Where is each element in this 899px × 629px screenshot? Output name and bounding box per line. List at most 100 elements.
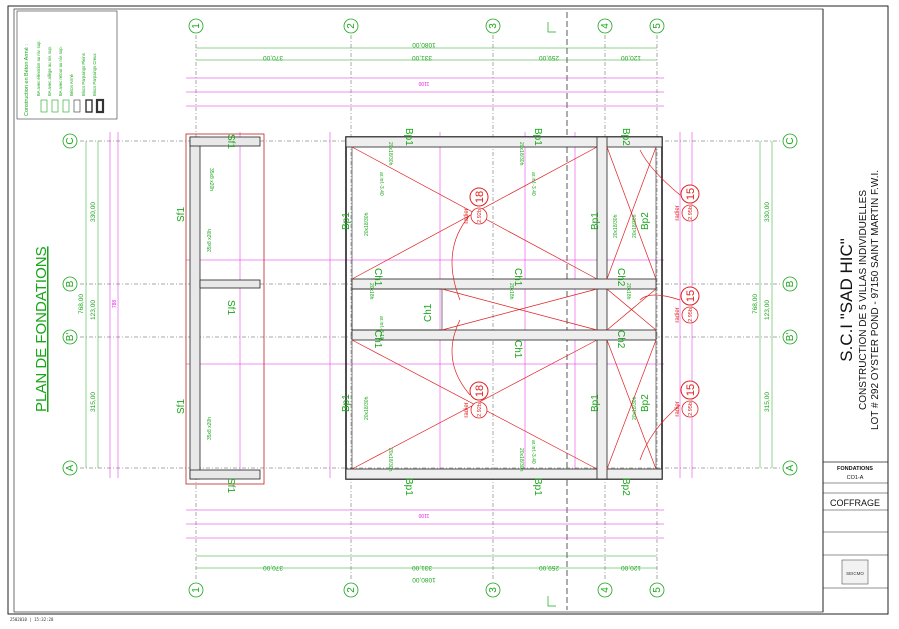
dim-overall-depth: 788 [112, 300, 118, 309]
section-ch2: 20x18h [625, 283, 631, 300]
grid-col-2-bottom: 2 [346, 587, 357, 593]
label-sf1-b: Sf1 [225, 300, 236, 315]
level-mark-2: ar.inf.-3.40 [530, 172, 536, 196]
dim-bottom-part-1: 370,00 [263, 564, 283, 571]
dim-left-total: 768,00 [78, 294, 85, 314]
slab-2-label: 18 [474, 385, 486, 397]
dim-top-part-3: 259,00 [539, 54, 559, 61]
label-ch1-bprime-left: Ch1 [372, 330, 383, 349]
plot-timestamp: 2502010 | 15:32:28 [10, 617, 54, 622]
slab-4-radier: radier [675, 307, 681, 322]
section-sf1-mid-top: 35x8 x20h [207, 229, 213, 252]
section-bp1r-top: 20x18/30h [613, 214, 619, 238]
label-bp2-a: Bp2 [620, 478, 631, 496]
level-mark-1: ar.inf.-3.40 [378, 172, 384, 196]
label-ch1-bprime-right: Ch1 [512, 340, 523, 359]
drawing-type: COFFRAGE [830, 498, 880, 508]
slab-4-thickness: 2.95b [688, 308, 694, 322]
slab-3-radier: radier [675, 205, 681, 220]
dim-left-part-2: 123,00 [90, 300, 97, 320]
slab-5-thickness: 2.95b [688, 402, 694, 416]
grid-col-5-top: 5 [652, 23, 663, 29]
label-bp1-left-top: Bp1 [341, 212, 352, 230]
section-bp2-top: 20x18/30h [632, 214, 638, 238]
legend-item-6: Blocs Parpaings Creux [92, 53, 97, 96]
legend-title: Construction en Béton Armé : [24, 44, 30, 116]
dimension-lines [85, 47, 773, 569]
section-bp2-bottom: 20x18/30h [632, 396, 638, 420]
legend-item-4: Béton Armé [69, 73, 74, 96]
grid-row-b-right: B [785, 280, 796, 287]
section-bp1-bottom: 20x18/30h [364, 396, 370, 420]
grid-row-a-left: A [65, 464, 76, 471]
label-bp1-right-bottom: Bp1 [590, 394, 601, 412]
dim-right-part-3: 315,00 [764, 392, 771, 412]
label-ch2-bprime: Ch2 [615, 330, 626, 349]
slab-5-radier: radier [675, 401, 681, 416]
slab-3-thickness: 2.95b [688, 206, 694, 220]
section-sf1-c: 35x8 x20h [208, 168, 214, 191]
slab-markers: 18 2.92b radier 18 2.92b radier 15 2.95b… [464, 184, 700, 419]
dim-top-part-1: 370,00 [263, 54, 283, 61]
title-address: LOT # 292 OYSTER POND - 97150 SAINT MART… [870, 170, 881, 430]
label-bp1-a-right: Bp1 [532, 478, 543, 496]
grid-row-a-right: A [785, 464, 796, 471]
dim-bottom-part-3: 259,00 [539, 564, 559, 571]
title-project: CONSTRUCTION DE 5 VILLAS INDIVIDUELLES [858, 190, 869, 410]
drawing-area-frame [13, 8, 824, 613]
section-sf1-mid-bottom: 35x8 x20h [207, 417, 213, 440]
section-ch1-right: 20x18h [508, 283, 514, 300]
dim-bottom-total: 1080,00 [412, 576, 436, 583]
legend-item-2: BA avec allège au niv. sup. [47, 46, 52, 96]
label-ch2-b: Ch2 [615, 268, 626, 287]
grid-col-3-bottom: 3 [488, 587, 499, 593]
grid-col-4-bottom: 4 [600, 587, 611, 593]
title-company: S.C.I "SAD HIC" [837, 238, 856, 362]
grid-col-3-top: 3 [488, 23, 499, 29]
dim-right-part-1: 330,00 [764, 202, 771, 222]
slab-5-label: 15 [685, 384, 697, 396]
slab-1-radier: radier [464, 208, 470, 223]
label-bp1-a-left: Bp1 [403, 478, 414, 496]
grid-row-b-left: B [65, 280, 76, 287]
level-mark-3: ar.inf.-3.40 [530, 440, 536, 464]
grid-bubbles-rows: C B B' A C B B' A [62, 133, 798, 476]
legend-item-5: Blocs Parpaings Pleins [81, 53, 86, 96]
dim-bottom-part-4: 120,00 [621, 564, 641, 571]
slab-3-label: 15 [685, 188, 697, 200]
section-ch1-left: 20x18h [368, 283, 374, 300]
left-wing-footings: Sf1 Sf1 Sf1 Sf1 Sf1 35x8 x20h 35x8 x20h … [176, 133, 265, 493]
slab-2-radier: radier [464, 402, 470, 417]
slab-1-thickness: 2.92b [477, 209, 483, 223]
plan-title: PLAN DE FONDATIONS [33, 246, 50, 412]
label-bp2-top: Bp2 [640, 212, 651, 230]
sheet-title: FONDATIONS [837, 466, 873, 472]
dim-overall-width-bottom: 1100 [418, 512, 429, 518]
dim-right-total: 768,00 [752, 294, 759, 314]
label-sf1-a: Sf1 [225, 478, 236, 493]
logo-text: SEICMO [846, 571, 864, 576]
legend-item-1: BA avec élévation au niv. sup. [36, 40, 41, 96]
grid-col-4-top: 4 [600, 23, 611, 29]
grid-row-bprime-right: B' [785, 333, 796, 342]
main-footprint [345, 136, 663, 480]
section-c-right: 20x18/30h [518, 142, 524, 166]
dim-top-part-2: 331,00 [412, 54, 432, 61]
label-bp1-right-top: Bp1 [590, 212, 601, 230]
dim-right-part-2: 123,00 [764, 300, 771, 320]
inner-dimension-lines [109, 77, 693, 539]
title-block: S.C.I "SAD HIC" CONSTRUCTION DE 5 VILLAS… [823, 170, 888, 589]
label-sf1-c: Sf1 [225, 134, 236, 149]
grid-col-2-top: 2 [346, 23, 357, 29]
level-mark-4: ar.inf.-3.10 [378, 316, 384, 340]
dim-bottom-part-2: 331,00 [412, 564, 432, 571]
legend-item-3: BA avec retour au niv. sup. [58, 46, 63, 96]
section-a-left: 20x18/30h [387, 448, 393, 472]
grid-row-c-left: C [65, 137, 76, 144]
label-ch1-b-left: Ch1 [372, 268, 383, 287]
section-a-right: 20x18/30h [518, 448, 524, 472]
section-bp1-top: 20x18/30h [364, 212, 370, 236]
label-bp1-left-bottom: Bp1 [341, 394, 352, 412]
dim-overall-width-top: 1100 [418, 80, 429, 86]
